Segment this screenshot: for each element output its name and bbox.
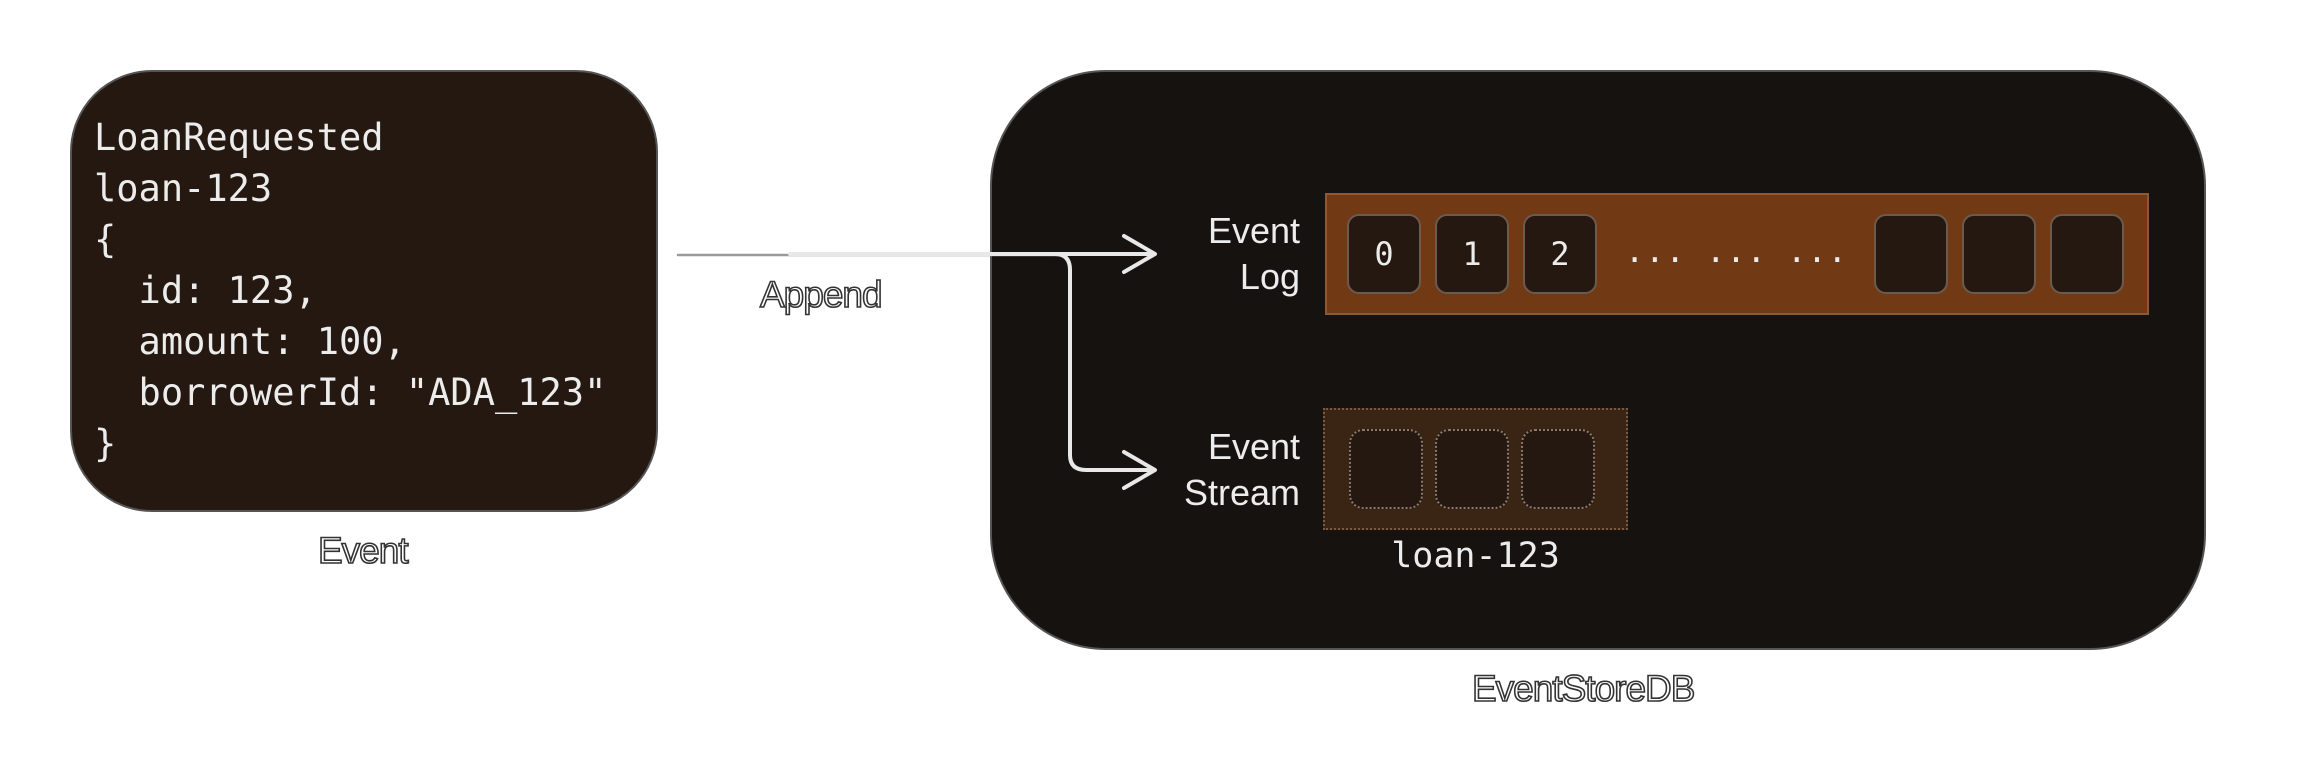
event-stream-label-line1: Event xyxy=(1207,426,1300,467)
log-cell-2: 2 xyxy=(1523,214,1597,294)
eventstoredb-container xyxy=(990,70,2206,650)
event-log-label-line2: Log xyxy=(1239,256,1300,297)
event-log-label-line1: Event xyxy=(1207,210,1300,251)
event-log-bar: 0 1 2 xyxy=(1325,193,2149,315)
brace-open-line: { xyxy=(94,218,117,261)
event-caption: Event xyxy=(317,529,409,572)
brace-close-line: } xyxy=(94,422,117,465)
append-label: Append xyxy=(759,273,883,316)
amount-line: amount: 100, xyxy=(94,320,406,363)
stream-arrowhead xyxy=(1122,450,1157,490)
stream-id-line: loan-123 xyxy=(94,167,273,210)
stream-cell xyxy=(1435,429,1509,509)
borrower-line: borrowerId: "ADA_123" xyxy=(94,371,607,414)
log-cell-empty xyxy=(1962,214,2036,294)
log-cell-1: 1 xyxy=(1435,214,1509,294)
event-code: LoanRequested loan-123 { id: 123, amount… xyxy=(94,112,606,469)
id-line: id: 123, xyxy=(94,269,317,312)
event-type-line: LoanRequested xyxy=(94,116,384,159)
log-cell-empty xyxy=(2050,214,2124,294)
event-log-label: Event Log xyxy=(1130,208,1300,300)
stream-cell xyxy=(1521,429,1595,509)
stream-arrow-shaft xyxy=(1053,252,1154,472)
event-stream-label: Event Stream xyxy=(1130,424,1300,516)
event-stream-label-line2: Stream xyxy=(1183,472,1300,513)
log-ellipsis: ... ... ... xyxy=(1625,232,1848,270)
log-cell-0: 0 xyxy=(1347,214,1421,294)
event-card xyxy=(70,70,658,512)
stream-name: loan-123 xyxy=(1391,536,1560,576)
stream-cell xyxy=(1349,429,1423,509)
eventstoredb-caption: EventStoreDB xyxy=(1471,667,1696,710)
log-arrowhead xyxy=(1122,234,1157,274)
log-cell-empty xyxy=(1874,214,1948,294)
event-stream-bar xyxy=(1323,408,1628,530)
